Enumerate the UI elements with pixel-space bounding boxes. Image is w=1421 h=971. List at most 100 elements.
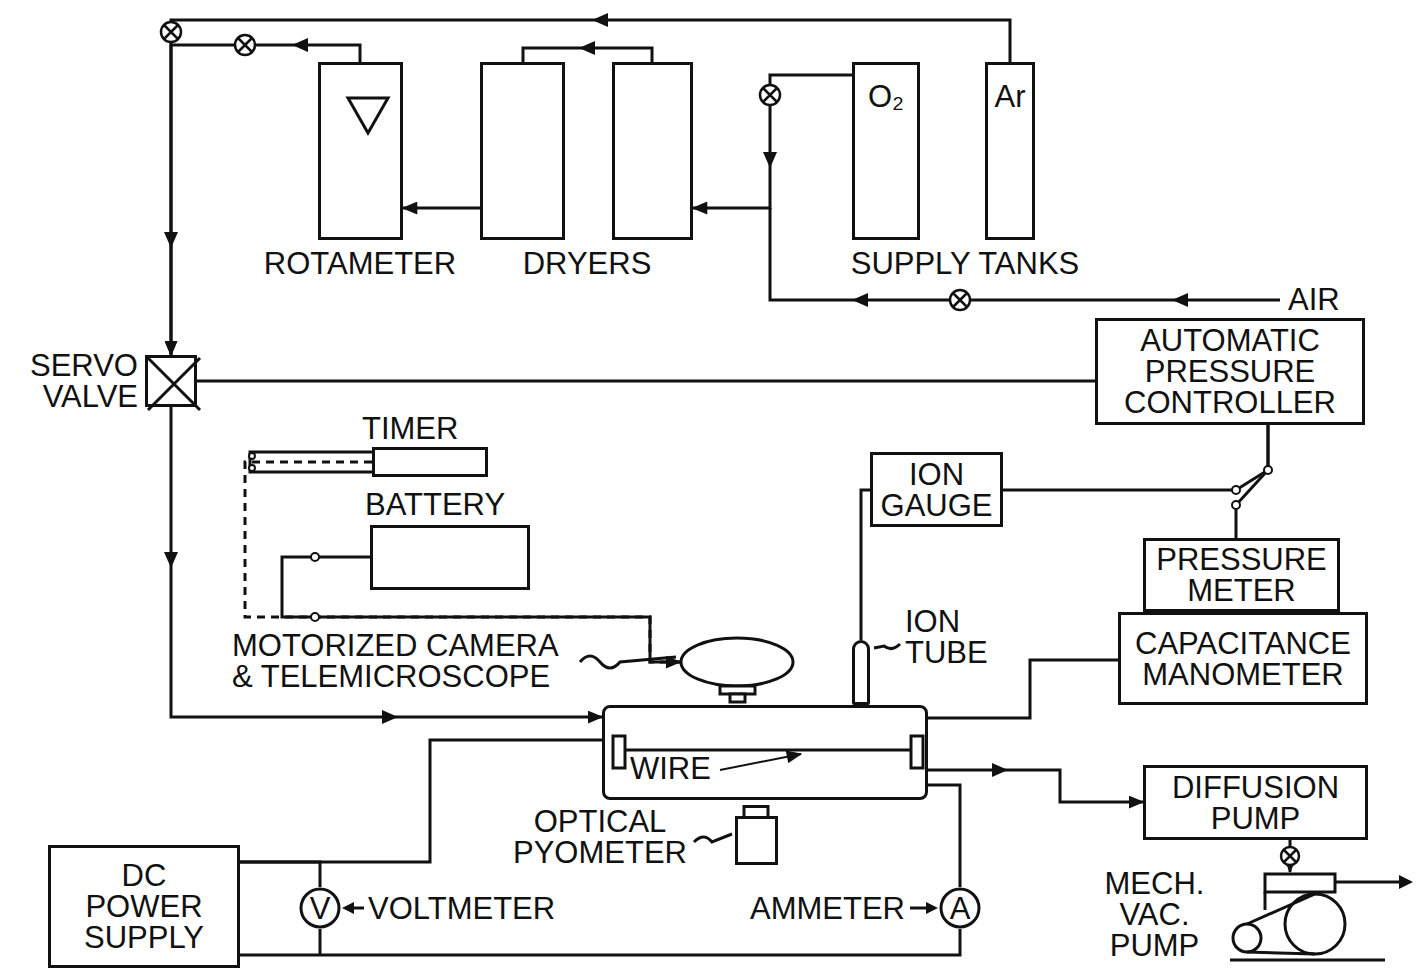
power-supply: DC POWER SUPPLY (48, 845, 240, 968)
node-label: TIMER (362, 413, 512, 444)
pyrometer: OPTICAL PYOMETER (735, 805, 778, 865)
controller-box: AUTOMATIC PRESSURE CONTROLLER (1095, 318, 1365, 425)
shape-part (613, 736, 625, 768)
shape-part (614, 64, 692, 239)
shape-part (941, 889, 979, 927)
arrowhead (926, 902, 938, 914)
pipe-or-wire (928, 785, 960, 887)
voltmeter: VVOLTMETER (299, 887, 341, 929)
valve-symbol (953, 293, 967, 307)
rotameter: ROTAMETER (318, 62, 403, 240)
node-label: CAPACITANCE MANOMETER (1125, 628, 1361, 690)
leader-line (910, 907, 928, 910)
timer-contact (249, 465, 255, 471)
shape-outline (148, 358, 200, 410)
flow-arrow (992, 763, 1008, 777)
shape-outline (737, 807, 777, 864)
battery-box: BATTERY (370, 525, 530, 590)
servo-valve-outline (148, 358, 200, 410)
rotameter-outline (321, 65, 406, 243)
valve-symbol (950, 290, 970, 310)
switch-contact (1232, 501, 1240, 509)
timer-contact (249, 453, 255, 459)
node-label: ROTAMETER (230, 248, 490, 279)
air-pipe (770, 208, 1280, 300)
pipe-or-wire (1236, 425, 1268, 538)
gas-tank: O₂ (852, 62, 920, 240)
node-label: DRYERS (457, 248, 717, 279)
node-label: WIRE (630, 753, 720, 784)
shape-outline (348, 98, 388, 133)
shape-part (301, 889, 339, 927)
shape-outline (301, 889, 339, 927)
flow-arrow (164, 552, 178, 568)
valve-symbol (1284, 850, 1296, 862)
shape-part (1233, 924, 1261, 952)
camera-outline (680, 637, 795, 703)
manometer-box: CAPACITANCE MANOMETER (1118, 612, 1368, 705)
pyrometer-outline (735, 805, 778, 865)
vacuum-pump: MECH. VAC. PUMP (1225, 872, 1395, 962)
shape-part (482, 64, 564, 239)
gas-piping (250, 48, 1405, 955)
pipe-or-wire (403, 207, 480, 210)
switch-contact (311, 613, 319, 621)
shape-part (148, 358, 200, 410)
pipe-or-wire (693, 75, 852, 208)
shape-part (681, 638, 793, 686)
flow-arrow (1399, 875, 1413, 889)
flow-arrow (763, 152, 777, 168)
servo-valve: SERVO VALVE (145, 355, 197, 407)
node-label: BATTERY (365, 489, 565, 520)
node-label: PRESSURE METER (1150, 544, 1333, 606)
dryer-pair: DRYERS (480, 62, 693, 240)
flow-arrows (164, 13, 1413, 889)
node-label: A (950, 893, 971, 924)
shape-part (1265, 874, 1335, 892)
switch-contacts (249, 453, 1272, 621)
camera: MOTORIZED CAMERA & TELEMICROSCOPE (680, 637, 795, 703)
shape-part (720, 754, 801, 770)
valve-symbol (760, 85, 780, 105)
node-label: DC POWER SUPPLY (74, 860, 214, 953)
shape-part (744, 807, 768, 818)
exhaust-pipe (1335, 881, 1405, 884)
gauge-box: ION GAUGE (870, 452, 1003, 527)
valve-symbol (235, 35, 255, 55)
flow-arrow (382, 710, 398, 724)
node-label: AUTOMATIC PRESSURE CONTROLLER (1102, 325, 1358, 418)
shape-part (1230, 892, 1385, 960)
flow-arrow (164, 232, 178, 248)
dryer-pair-outline (480, 62, 693, 240)
node-label: ION TUBE (905, 606, 1005, 668)
node-label: Ar (995, 81, 1026, 112)
pump-box: DIFFUSION PUMP (1143, 765, 1368, 840)
test-chamber: WIRE (602, 705, 928, 800)
valve-symbol (1281, 847, 1299, 865)
source-label: AIR (1288, 284, 1358, 315)
valve-symbol (161, 22, 181, 42)
node-label: MOTORIZED CAMERA & TELEMICROSCOPE (232, 630, 572, 692)
node-label: MECH. VAC. PUMP (1092, 868, 1217, 961)
node-label: V (310, 893, 331, 924)
shape-outline (482, 64, 692, 239)
valve-symbol (164, 25, 178, 39)
shape-outline (941, 889, 979, 927)
flow-arrow (579, 41, 595, 55)
flow-arrow (592, 13, 608, 27)
ammeter: AAMMETER (939, 887, 981, 929)
shape-outline (681, 638, 793, 702)
node-label: VOLTMETER (368, 893, 588, 924)
switch-contact (311, 553, 319, 561)
shape-part (348, 98, 388, 133)
node-label: SERVO VALVE (3, 350, 138, 412)
shape-part (1247, 894, 1315, 954)
flow-arrow (292, 38, 308, 52)
leader-line (694, 834, 732, 842)
pipe-or-wire (171, 407, 602, 717)
shape-part (730, 694, 745, 702)
pipe-or-wire (928, 660, 1118, 718)
group-label: SUPPLY TANKS (820, 248, 1110, 279)
